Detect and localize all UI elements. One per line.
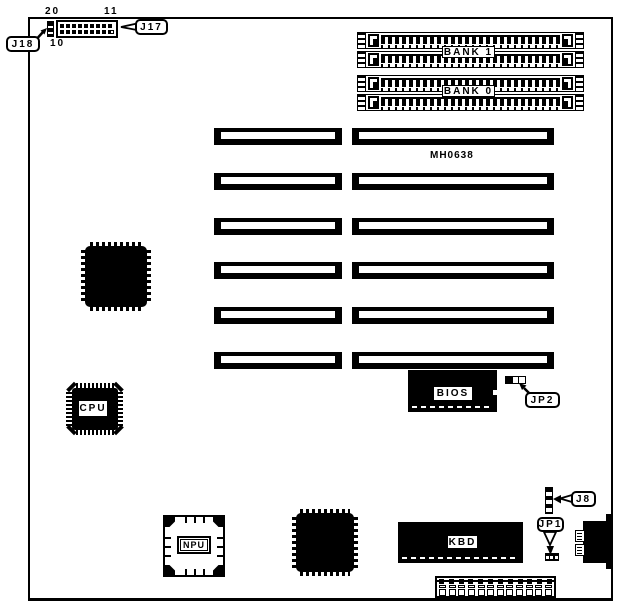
cpu-pins-left <box>66 392 72 426</box>
cpu-text: CPU <box>79 403 107 414</box>
kbd-label: KBD <box>447 535 478 549</box>
din-connector-flange <box>606 514 613 569</box>
kbd-text: KBD <box>448 536 477 548</box>
npu-label-inner: NPU <box>180 539 208 551</box>
expansion-slot-l4 <box>214 262 342 279</box>
cpu-label: CPU <box>78 400 108 417</box>
expansion-slot-l3 <box>214 218 342 235</box>
bank0-label: BANK 0 <box>442 85 495 97</box>
qfp-chip-2 <box>296 513 354 572</box>
qfp1-pins-right <box>146 250 151 303</box>
j17-header <box>56 20 118 38</box>
expansion-slot-r1 <box>352 128 554 145</box>
j17-pin-label-11: 11 <box>104 6 119 17</box>
j8-header <box>545 487 553 514</box>
npu-text: NPU <box>182 540 205 550</box>
cpu-pins-top <box>76 383 114 389</box>
qfp1-pins-top <box>90 242 143 247</box>
j17-pin-label-20: 20 <box>45 6 61 17</box>
bank1-label: BANK 1 <box>442 46 495 58</box>
expansion-slot-r5 <box>352 307 554 324</box>
qfp-chip-1 <box>85 246 147 307</box>
j17-pin-row-top <box>60 24 114 28</box>
expansion-slot-r2 <box>352 173 554 190</box>
qfp2-pins-bottom <box>300 571 350 576</box>
jp1-jumper <box>545 553 559 561</box>
bottom-connector <box>435 576 556 598</box>
j18-connector <box>47 21 54 37</box>
bottom-connector-wire <box>437 580 554 582</box>
j18-callout: J18 <box>6 36 40 52</box>
jp2-text: JP2 <box>530 394 555 406</box>
expansion-slot-l1 <box>214 128 342 145</box>
bottom-connector-squares <box>439 589 552 596</box>
j17-text: J17 <box>140 21 163 33</box>
simm-socket-3 <box>357 75 584 92</box>
bank1-text: BANK 1 <box>443 46 494 58</box>
kbd-dashes <box>402 557 519 559</box>
npu-ticks-left <box>165 530 171 562</box>
j17-pin-label-10: 10 <box>50 38 66 49</box>
simm-socket-4 <box>357 94 584 111</box>
expansion-slot-r4 <box>352 262 554 279</box>
j17-pin1-marker <box>110 30 114 34</box>
j8-text: J8 <box>575 493 592 505</box>
npu-ticks-top <box>178 517 210 523</box>
npu-label-outer: NPU <box>177 536 211 554</box>
npu-corner-br <box>213 565 223 575</box>
qfp1-pins-bottom <box>90 306 143 311</box>
npu-corner-tl <box>165 517 175 527</box>
cpu-pins-bottom <box>76 429 114 435</box>
bank0-text: BANK 0 <box>443 85 494 97</box>
bios-notch <box>493 390 497 395</box>
qfp2-pins-top <box>300 509 350 514</box>
npu-ticks-bottom <box>178 569 210 575</box>
bios-label: BIOS <box>433 386 473 401</box>
jp1-callout: JP1 <box>537 517 564 532</box>
expansion-slot-l5 <box>214 307 342 324</box>
board-outline <box>28 17 613 601</box>
qfp2-pins-right <box>353 517 358 568</box>
j18-text: J18 <box>11 38 35 50</box>
jp2-jumper <box>505 376 526 384</box>
qfp2-pins-left <box>292 517 297 568</box>
din-tab-1 <box>575 530 585 542</box>
qfp1-pins-left <box>81 250 86 303</box>
jp1-text: JP1 <box>538 519 563 530</box>
bios-text: BIOS <box>436 388 470 399</box>
din-tab-2 <box>575 544 585 556</box>
jp2-callout: JP2 <box>525 392 560 408</box>
expansion-slot-r6 <box>352 352 554 369</box>
bottom-connector-beads <box>439 578 552 584</box>
j8-arrow <box>553 493 573 504</box>
j17-callout: J17 <box>135 19 168 35</box>
board-part-number: MH0638 <box>430 150 474 161</box>
npu-ticks-right <box>217 530 223 562</box>
j17-pin-row-bottom <box>60 30 114 34</box>
expansion-slot-l2 <box>214 173 342 190</box>
din-connector-body <box>583 521 608 563</box>
bios-dashes <box>412 406 493 408</box>
npu-corner-bl <box>165 565 175 575</box>
bottom-connector-dashes <box>439 585 552 588</box>
cpu-pins-right <box>117 392 123 426</box>
expansion-slot-l6 <box>214 352 342 369</box>
npu-corner-tr <box>213 517 223 527</box>
expansion-slot-r3 <box>352 218 554 235</box>
jp1-arrow <box>542 531 558 555</box>
j8-callout: J8 <box>571 491 596 507</box>
